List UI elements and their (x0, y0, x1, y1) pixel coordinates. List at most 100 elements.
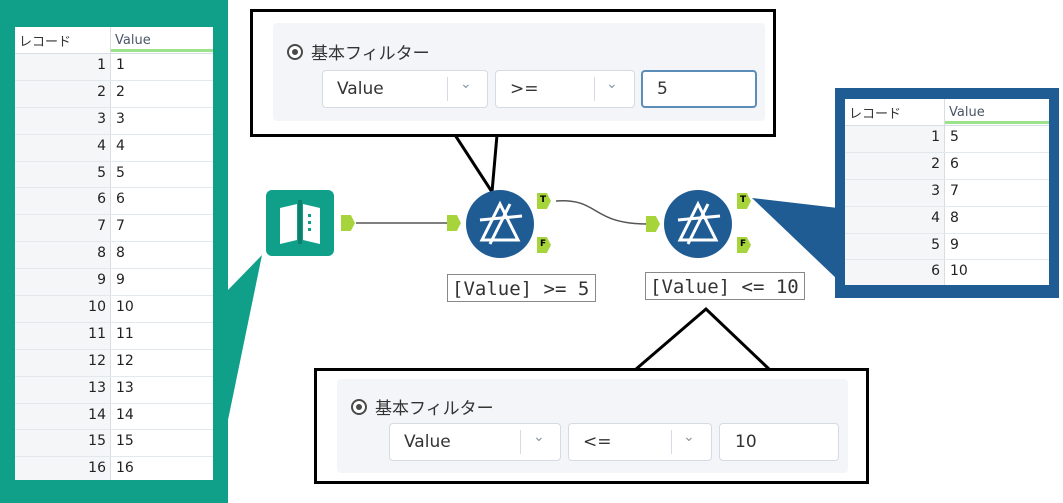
filter1-tool[interactable] (466, 190, 534, 258)
filter2-true-anchor[interactable]: T (737, 193, 751, 209)
value-cell[interactable]: 15 (116, 433, 134, 450)
operator-dropdown[interactable]: >= ⌄ (495, 70, 635, 108)
value-cell[interactable]: 10 (950, 263, 968, 280)
operator-dropdown[interactable]: <= ⌄ (568, 423, 712, 461)
value-cell[interactable]: 8 (116, 245, 125, 262)
filter1-config-callout: 基本フィルター Value ⌄ >= ⌄ 5 (250, 9, 776, 137)
filter2-false-anchor[interactable]: F (737, 237, 751, 253)
basic-filter-option[interactable]: 基本フィルター (351, 394, 494, 419)
input-output-anchor[interactable] (341, 215, 355, 231)
value-cell[interactable]: 6 (950, 155, 959, 172)
filter2-tool[interactable] (664, 190, 732, 258)
value-cell[interactable]: 6 (116, 191, 125, 208)
dropdown-divider (671, 430, 672, 454)
book-icon (280, 200, 320, 244)
input-tool[interactable] (266, 190, 334, 256)
record-number-cell: 2 (15, 80, 111, 107)
field-dropdown[interactable]: Value ⌄ (322, 70, 488, 108)
value-cell[interactable]: 12 (116, 352, 134, 369)
record-number-cell: 4 (15, 134, 111, 161)
record-number-cell: 13 (15, 376, 111, 403)
filter2-expression-label: [Value] <= 10 (645, 272, 805, 300)
record-number-cell: 3 (15, 107, 111, 134)
record-number-cell: 2 (845, 152, 945, 179)
chevron-down-icon[interactable]: ⌄ (460, 76, 472, 92)
record-number-cell: 16 (15, 457, 111, 480)
filter1-callout-tail (452, 133, 499, 197)
value-cell[interactable]: 9 (116, 272, 125, 289)
value-cell[interactable]: 7 (116, 218, 125, 235)
value-cell[interactable]: 7 (950, 182, 959, 199)
chevron-down-icon[interactable]: ⌄ (533, 429, 545, 445)
value-cell[interactable]: 10 (116, 299, 134, 316)
value-column-header[interactable]: Value (111, 27, 213, 53)
filter1-config-panel: 基本フィルター Value ⌄ >= ⌄ 5 (273, 23, 765, 121)
basic-filter-label: 基本フィルター (311, 44, 430, 64)
dropdown-divider (594, 77, 595, 101)
value-cell[interactable]: 13 (116, 379, 134, 396)
filter2-callout-tail (630, 306, 774, 372)
record-number-cell: 4 (845, 206, 945, 233)
value-input[interactable]: 5 (641, 70, 757, 108)
value-cell[interactable]: 8 (950, 209, 959, 226)
record-number-cell: 15 (15, 430, 111, 457)
value-input[interactable]: 10 (719, 423, 839, 461)
record-column-header: レコード (15, 27, 111, 53)
chevron-down-icon[interactable]: ⌄ (683, 429, 695, 445)
chevron-down-icon[interactable]: ⌄ (606, 76, 618, 92)
true-anchor-label: T (540, 195, 547, 205)
record-number-cell: 6 (845, 260, 945, 285)
filter1-false-anchor[interactable]: F (537, 237, 551, 253)
table-row[interactable]: 13 13 (15, 376, 213, 404)
record-number-cell: 11 (15, 322, 111, 349)
field-dropdown[interactable]: Value ⌄ (389, 423, 561, 461)
value-cell[interactable]: 2 (116, 83, 125, 100)
record-column-header: レコード (845, 99, 945, 125)
filter1-true-anchor[interactable]: T (537, 193, 551, 209)
record-number-cell: 7 (15, 215, 111, 242)
value-cell[interactable]: 9 (950, 236, 959, 253)
value-cell[interactable]: 5 (950, 129, 959, 145)
radio-selected-icon[interactable] (287, 43, 303, 60)
value-cell[interactable]: 11 (116, 325, 134, 342)
table-row[interactable]: 6 10 (845, 260, 1049, 285)
value-cell[interactable]: 4 (116, 137, 125, 154)
value-column-header[interactable]: Value (945, 99, 1049, 125)
filter2-input-anchor[interactable] (646, 216, 660, 232)
radio-selected-icon[interactable] (351, 398, 367, 415)
value-cell[interactable]: 5 (116, 164, 125, 181)
filter1-input-anchor[interactable] (447, 215, 461, 231)
record-number-cell: 5 (845, 233, 945, 260)
table-row[interactable]: 11 11 (15, 322, 213, 350)
value-cell[interactable]: 3 (116, 110, 125, 127)
value-cell[interactable]: 1 (116, 57, 125, 73)
basic-filter-option[interactable]: 基本フィルター (287, 39, 430, 64)
value-cell[interactable]: 16 (116, 460, 134, 477)
value-cell[interactable]: 14 (116, 406, 134, 423)
false-anchor-label: F (740, 239, 747, 249)
